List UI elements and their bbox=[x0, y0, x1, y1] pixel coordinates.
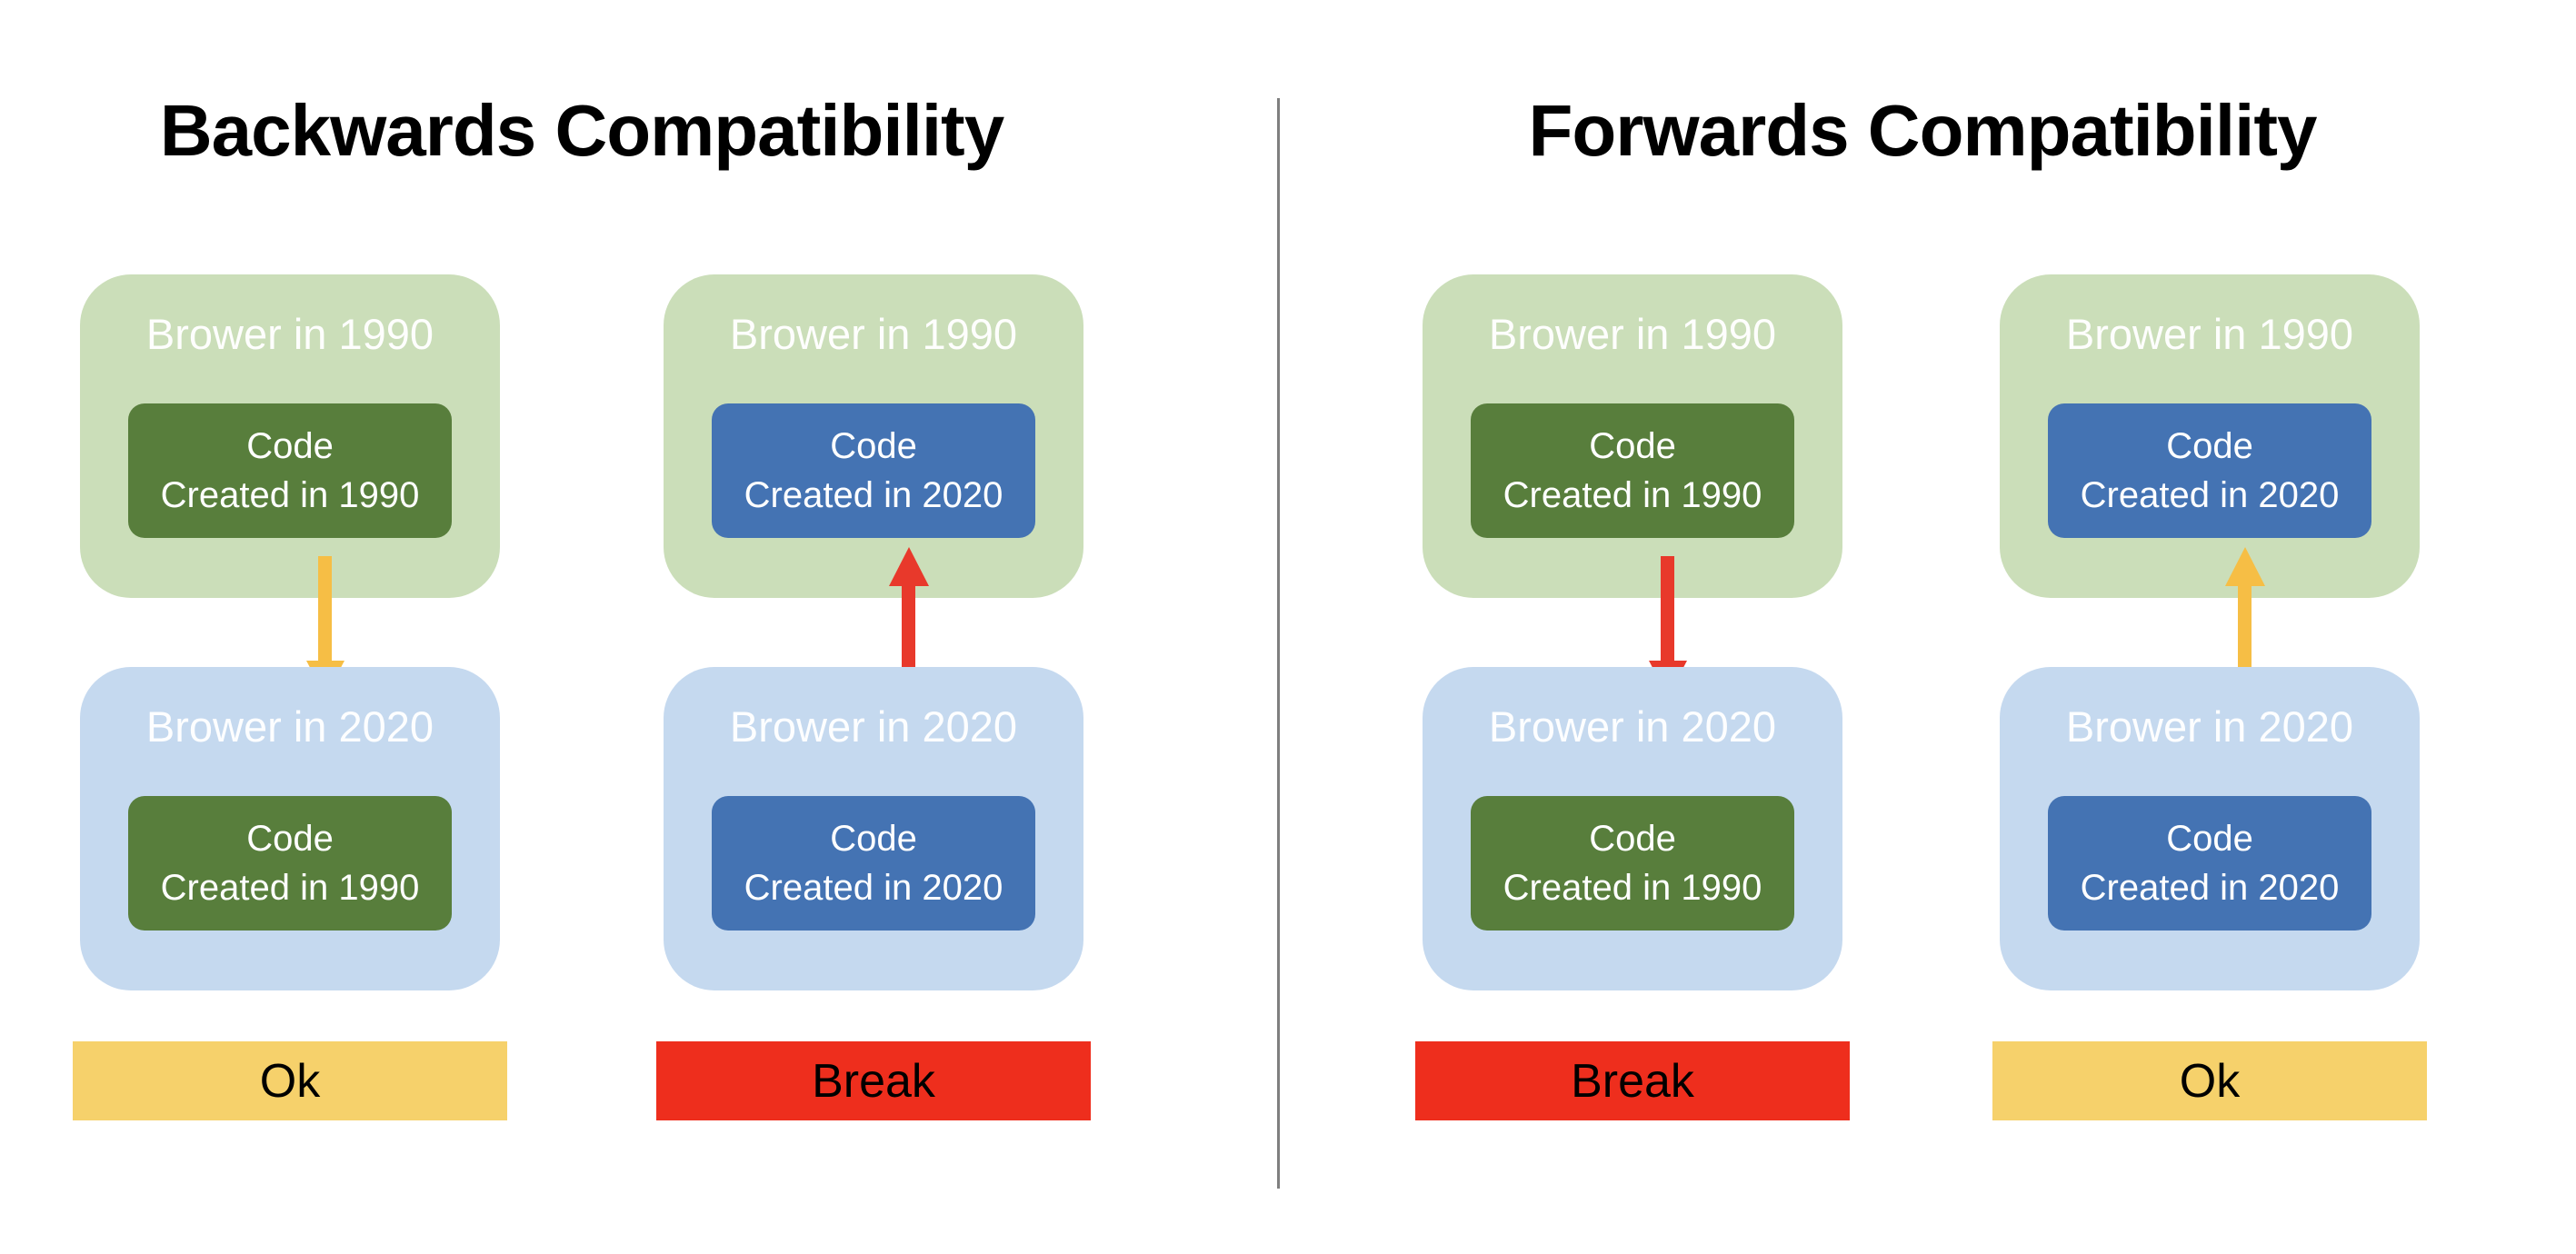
browser-2020-label: Brower in 2020 bbox=[729, 702, 1018, 751]
browser-1990-label: Brower in 1990 bbox=[1488, 310, 1777, 358]
browser-2020-label: Brower in 2020 bbox=[2065, 702, 2354, 751]
scenario-column-forwards-old-code: Brower in 1990 Code Created in 1990 Brow… bbox=[1415, 274, 1850, 1120]
browser-2020-box: Brower in 2020 Code Created in 1990 bbox=[1423, 667, 1842, 990]
code-line1: Code bbox=[830, 426, 917, 466]
scenario-column-backwards-old-code: Brower in 1990 Code Created in 1990 Brow… bbox=[73, 274, 507, 1120]
code-line2: Created in 1990 bbox=[1503, 475, 1762, 515]
scenario-column-forwards-new-code: Brower in 1990 Code Created in 2020 Brow… bbox=[1992, 274, 2427, 1120]
code-line1: Code bbox=[1589, 426, 1676, 466]
scenario-column-backwards-new-code: Brower in 1990 Code Created in 2020 Brow… bbox=[656, 274, 1091, 1120]
code-box: Code Created in 1990 bbox=[128, 403, 452, 538]
code-line1: Code bbox=[246, 426, 334, 466]
browser-2020-label: Brower in 2020 bbox=[1488, 702, 1777, 751]
browser-1990-box: Brower in 1990 Code Created in 2020 bbox=[2000, 274, 2420, 598]
browser-1990-label: Brower in 1990 bbox=[145, 310, 434, 358]
result-badge: Ok bbox=[1992, 1041, 2427, 1120]
code-line1: Code bbox=[2166, 426, 2253, 466]
code-line2: Created in 2020 bbox=[744, 475, 1003, 515]
browser-2020-box: Brower in 2020 Code Created in 2020 bbox=[664, 667, 1083, 990]
code-box: Code Created in 1990 bbox=[1471, 403, 1794, 538]
browser-2020-label: Brower in 2020 bbox=[145, 702, 434, 751]
code-line2: Created in 2020 bbox=[2080, 475, 2340, 515]
browser-1990-label: Brower in 1990 bbox=[2065, 310, 2354, 358]
code-box: Code Created in 1990 bbox=[128, 796, 452, 931]
result-badge: Ok bbox=[73, 1041, 507, 1120]
code-box: Code Created in 2020 bbox=[712, 403, 1035, 538]
section-divider bbox=[1277, 98, 1280, 1189]
code-line2: Created in 1990 bbox=[160, 475, 420, 515]
code-line2: Created in 1990 bbox=[1503, 868, 1762, 908]
result-badge: Break bbox=[1415, 1041, 1850, 1120]
code-line1: Code bbox=[246, 819, 334, 859]
browser-1990-box: Brower in 1990 Code Created in 2020 bbox=[664, 274, 1083, 598]
forwards-compatibility-title: Forwards Compatibility bbox=[1528, 90, 2318, 171]
browser-1990-box: Brower in 1990 Code Created in 1990 bbox=[1423, 274, 1842, 598]
result-badge: Break bbox=[656, 1041, 1091, 1120]
code-line2: Created in 1990 bbox=[160, 868, 420, 908]
browser-1990-box: Brower in 1990 Code Created in 1990 bbox=[80, 274, 500, 598]
browser-2020-box: Brower in 2020 Code Created in 1990 bbox=[80, 667, 500, 990]
code-box: Code Created in 2020 bbox=[2048, 796, 2371, 931]
backwards-compatibility-title: Backwards Compatibility bbox=[159, 90, 1004, 171]
browser-2020-box: Brower in 2020 Code Created in 2020 bbox=[2000, 667, 2420, 990]
code-box: Code Created in 2020 bbox=[712, 796, 1035, 931]
code-box: Code Created in 1990 bbox=[1471, 796, 1794, 931]
code-line1: Code bbox=[830, 819, 917, 859]
code-line2: Created in 2020 bbox=[2080, 868, 2340, 908]
code-line1: Code bbox=[2166, 819, 2253, 859]
code-box: Code Created in 2020 bbox=[2048, 403, 2371, 538]
code-line1: Code bbox=[1589, 819, 1676, 859]
browser-1990-label: Brower in 1990 bbox=[729, 310, 1018, 358]
code-line2: Created in 2020 bbox=[744, 868, 1003, 908]
